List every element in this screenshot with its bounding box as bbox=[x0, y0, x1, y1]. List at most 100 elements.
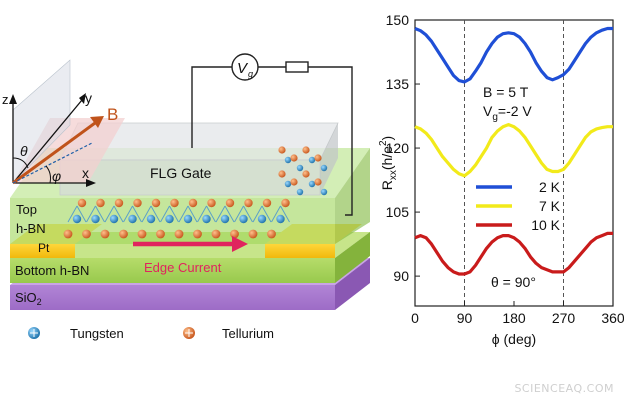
tungsten-atom bbox=[296, 188, 304, 196]
x-tick-label: 0 bbox=[411, 310, 419, 326]
svg-text:Rxx(h/e2): Rxx(h/e2) bbox=[378, 136, 399, 190]
chart-legend: 2 K7 K10 K bbox=[476, 179, 561, 233]
tellurium-atom bbox=[77, 198, 87, 208]
gate-voltage-source: V g bbox=[231, 53, 259, 81]
tellurium-atom bbox=[82, 229, 91, 239]
y-tick-label: 120 bbox=[386, 140, 410, 156]
axis-y-label: y bbox=[85, 90, 92, 106]
x-axis-title: ϕ (deg) bbox=[492, 331, 536, 347]
theta-angle-label: θ bbox=[20, 143, 28, 159]
lattice-bond bbox=[224, 205, 235, 223]
tellurium-atom bbox=[290, 154, 298, 162]
tellurium-atom bbox=[151, 198, 161, 208]
y-tick-label: 105 bbox=[386, 204, 410, 220]
lattice-bond bbox=[150, 205, 161, 223]
tellurium-atom bbox=[114, 198, 124, 208]
x-tick-label: 360 bbox=[601, 310, 624, 326]
ylabel-close: ) bbox=[379, 136, 395, 141]
lattice-bond bbox=[261, 205, 272, 223]
tellurium-atom bbox=[230, 229, 239, 239]
tungsten-atom bbox=[320, 164, 328, 172]
tellurium-atom bbox=[278, 170, 286, 178]
x-tick-label: 180 bbox=[502, 310, 526, 326]
tellurium-atom bbox=[302, 170, 310, 178]
ylabel-sup: 2 bbox=[378, 140, 389, 146]
substrate-label: SiO2 bbox=[15, 290, 42, 307]
lattice-bond bbox=[197, 205, 207, 223]
legend-tellurium-label: Tellurium bbox=[222, 326, 274, 341]
phi-angle-label: φ bbox=[52, 168, 61, 184]
series-line-7-k bbox=[414, 123, 613, 178]
tungsten-atom bbox=[165, 214, 174, 224]
lattice-bond bbox=[234, 205, 244, 223]
x-tick-label: 90 bbox=[457, 310, 473, 326]
lattice-bond bbox=[76, 205, 87, 223]
watermark: SCIENCEAQ.COM bbox=[514, 382, 614, 395]
legend-tellurium: Tellurium bbox=[183, 326, 274, 341]
top-hbn-label-line1: Top bbox=[16, 202, 37, 217]
gate-voltage-subscript: g bbox=[248, 69, 253, 79]
coordinate-axes: z y x B θ φ bbox=[2, 59, 125, 187]
wte2-lattice bbox=[63, 146, 328, 239]
rxx-chart: 0 90 180 270 360 90 105 120 135 150 Rxx(h/e2) ϕ (… bbox=[378, 12, 624, 347]
y-tick-label: 135 bbox=[386, 76, 410, 92]
tungsten-atom bbox=[257, 214, 267, 224]
flg-gate-label: FLG Gate bbox=[150, 165, 212, 181]
tellurium-atom bbox=[119, 229, 128, 239]
tellurium-atom bbox=[281, 198, 290, 208]
tellurium-atom bbox=[137, 229, 147, 239]
tellurium-atom bbox=[244, 198, 253, 208]
lattice-bond bbox=[169, 205, 179, 223]
gate-voltage-label: V bbox=[237, 60, 249, 77]
annotation-theta: θ = 90° bbox=[491, 274, 536, 290]
tellurium-atom bbox=[262, 198, 272, 208]
tungsten-atom bbox=[109, 214, 119, 224]
top-hbn-label-line2: h-BN bbox=[16, 221, 46, 236]
guide-lines bbox=[464, 20, 564, 306]
lattice-bond bbox=[243, 205, 253, 223]
legend-tungsten: Tungsten bbox=[28, 326, 124, 341]
legend-label: 10 K bbox=[531, 217, 560, 233]
tellurium-atom bbox=[170, 198, 179, 208]
lattice-bond bbox=[123, 205, 133, 223]
tungsten-atom bbox=[239, 214, 248, 224]
atom-legend: Tungsten Tellurium bbox=[28, 326, 274, 341]
legend-label: 7 K bbox=[539, 198, 561, 214]
tellurium-atom bbox=[207, 198, 216, 208]
tellurium-atom bbox=[278, 146, 286, 154]
tellurium-atom bbox=[290, 178, 298, 186]
y-tick-label: 150 bbox=[386, 12, 410, 28]
ylabel-main: R bbox=[379, 180, 395, 190]
y-axis-title: Rxx(h/e2) bbox=[378, 136, 399, 190]
tungsten-atom bbox=[284, 180, 292, 188]
gate-circuit bbox=[191, 61, 353, 216]
axis-ticks: 0 90 180 270 360 90 105 120 135 150 bbox=[386, 12, 624, 326]
tungsten-atom bbox=[220, 214, 230, 224]
lattice-bond bbox=[95, 205, 105, 223]
series-line-10-k bbox=[414, 231, 613, 276]
tellurium-atom bbox=[188, 198, 198, 208]
ylabel-unit: (h/e bbox=[379, 146, 395, 170]
y-tick-label: 90 bbox=[393, 268, 409, 284]
tellurium-atom bbox=[314, 154, 322, 162]
lattice-bond bbox=[113, 205, 124, 223]
lattice-bond bbox=[67, 205, 78, 223]
tungsten-atom bbox=[91, 214, 100, 224]
lattice-bond bbox=[132, 205, 142, 223]
edge-current-arrow bbox=[133, 236, 248, 252]
x-tick-label: 270 bbox=[552, 310, 576, 326]
series-line-2-k bbox=[414, 26, 613, 84]
bottom-hbn-label: Bottom h-BN bbox=[15, 263, 89, 278]
tungsten-atom bbox=[146, 214, 156, 224]
lattice-bond bbox=[252, 205, 263, 223]
device-schematic: V g z y x B θ φ FLG Gate Top bbox=[2, 53, 370, 310]
annotation-gate-sub: g bbox=[492, 112, 498, 123]
series-group bbox=[414, 26, 613, 276]
tellurium-atom bbox=[248, 229, 258, 239]
annotation-gate-main: V bbox=[483, 103, 493, 119]
tellurium-atom bbox=[63, 229, 73, 239]
annotation-gate: Vg=-2 V bbox=[483, 103, 532, 123]
tellurium-atom bbox=[174, 229, 184, 239]
annotation-field: B = 5 T bbox=[483, 84, 529, 100]
tungsten-atom bbox=[276, 214, 285, 224]
